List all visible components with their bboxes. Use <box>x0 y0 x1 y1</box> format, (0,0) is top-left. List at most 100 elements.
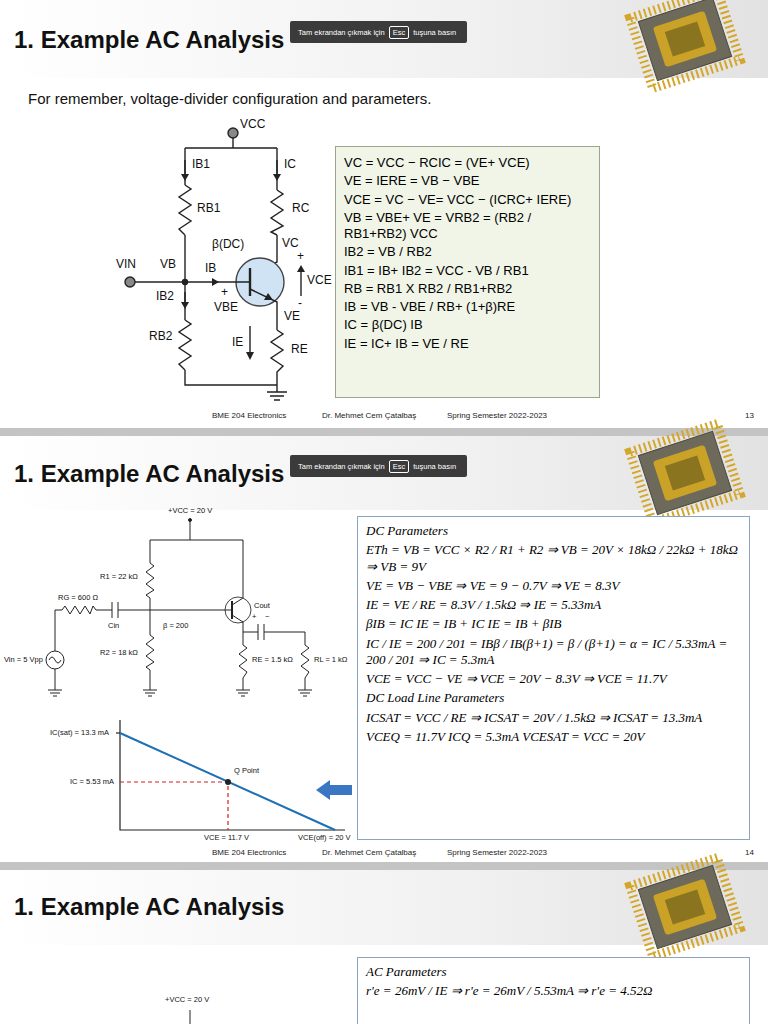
voltage-divider-circuit-part <box>267 392 287 400</box>
polarity-sign: + <box>252 613 256 622</box>
equation-line: RB = RB1 X RB2 / RB1+RB2 <box>344 281 591 297</box>
emitter-follower-circuit-part <box>298 690 312 696</box>
current-label: IE <box>232 336 243 350</box>
equation-line: IB = VB - VBE / RB+ (1+β)RE <box>344 299 591 315</box>
current-label: IB1 <box>192 158 210 172</box>
slide-backgrounds-part <box>0 862 768 870</box>
ac-circuit-top <box>190 1010 191 1024</box>
section-heading: DC Load Line Parameters <box>366 690 741 706</box>
voltage-divider-circuit-part <box>264 293 273 300</box>
equation-line: ETh = VB = VCC × R2 / R1 + R2 ⇒ VB = 20V… <box>366 542 741 575</box>
slide-backgrounds-part <box>630 424 740 523</box>
slide-title: 1. Example AC Analysis <box>14 460 284 488</box>
equation-line: VCE = VCC − VE ⇒ VCE = 20V − 8.3V ⇒ VCE … <box>366 671 741 687</box>
voltage-divider-circuit-part <box>273 174 281 181</box>
dc-load-line-chart <box>116 720 352 830</box>
equation-line: VE = IERE = VB − VBE <box>344 173 591 189</box>
slide-title: 1. Example AC Analysis <box>14 893 284 921</box>
dc-load-line-chart-part <box>225 779 231 785</box>
voltage-divider-circuit-part <box>300 270 301 296</box>
resistor-label: RB1 <box>197 202 220 216</box>
capacitor-label: Cin <box>108 622 119 631</box>
emitter-follower-circuit-part <box>49 657 61 663</box>
voltage-divider-circuit-part <box>179 320 277 385</box>
hint-text: tuşuna basın <box>413 28 456 37</box>
emitter-follower-circuit-part <box>48 669 62 696</box>
fullscreen-hint: Tam ekrandan çıkmak içinEsctuşuna basın <box>290 21 467 43</box>
ac-parameters-box: AC Parametersr'e = 26mV / IE ⇒ r'e = 26m… <box>357 957 750 1024</box>
page-number: 14 <box>745 848 754 857</box>
page-number: 13 <box>745 411 754 420</box>
axis-value: VCE = 11.7 V <box>204 834 249 843</box>
polarity-sign: + <box>221 286 228 300</box>
equation-line: ICSAT = VCC / RE ⇒ ICSAT = 20V / 1.5kΩ ⇒… <box>366 710 741 726</box>
axis-value: IC = 5.53 mA <box>70 778 114 787</box>
node-label: VE <box>284 310 300 324</box>
voltage-divider-circuit-part <box>179 148 191 320</box>
polarity-sign: - <box>298 297 302 311</box>
slide-backgrounds-part <box>630 858 740 957</box>
point-label: Q Point <box>234 767 259 776</box>
fullscreen-hint: Tam ekrandan çıkmak içinEsctuşuna basın <box>290 455 467 477</box>
section-heading: DC Parameters <box>366 523 741 539</box>
equation-line: VB = VBE+ VE = VRB2 = (RB2 / RB1+RB2) VC… <box>344 210 591 243</box>
slide-backgrounds-part <box>0 428 768 436</box>
equation-line: IE = VE / RE = 8.3V / 1.5kΩ ⇒ IE = 5.33m… <box>366 597 741 613</box>
voltage-divider-circuit-part <box>276 160 277 176</box>
voltage-divider-circuit-part <box>246 352 254 360</box>
voltage-divider-circuit-part <box>249 326 250 354</box>
supply-label: +VCC = 20 V <box>168 507 212 516</box>
emitter-follower-circuit-part <box>189 519 192 522</box>
emitter-follower-circuit <box>46 519 312 697</box>
equation-line: IC = β(DC) IB <box>344 317 591 333</box>
footer-text: Dr. Mehmet Cem Çatalbaş <box>322 411 416 420</box>
dc-load-line-chart-part <box>120 782 228 830</box>
axis-value: VCE(off) = 20 V <box>298 834 351 843</box>
supply-label: +VCC = 20 V <box>165 996 209 1005</box>
voltage-divider-circuit-part <box>125 277 135 287</box>
resistor-label: RL = 1 kΩ <box>314 656 347 665</box>
node-label: VB <box>160 258 176 272</box>
resistor-label: RC <box>292 202 309 216</box>
source-label: Vin = 5 Vpp <box>4 656 43 665</box>
section-heading: AC Parameters <box>366 964 741 980</box>
hint-text: Tam ekrandan çıkmak için <box>298 28 385 37</box>
resistor-label: RE = 1.5 kΩ <box>252 656 293 665</box>
equation-line: IB1 = IB+ IB2 = VCC - VB / RB1 <box>344 263 591 279</box>
voltage-label: VCE <box>307 274 332 288</box>
voltage-divider-circuit-part <box>135 281 250 282</box>
dc-load-line-chart-part <box>116 732 120 733</box>
polarity-sign: − <box>265 613 269 622</box>
hint-text: tuşuna basın <box>413 462 456 471</box>
equation-line: IE = IC+ IB = VE / RE <box>344 336 591 352</box>
ac-circuit-top-part <box>190 1010 191 1024</box>
resistor-label: R2 = 18 kΩ <box>100 649 138 658</box>
voltage-label: VBE <box>214 301 238 315</box>
axis-value: IC(sat) = 13.3 mA <box>50 729 109 738</box>
capacitor-label: Cout <box>254 602 270 611</box>
key-cap: Esc <box>389 460 410 473</box>
dc-load-line-chart-part <box>316 780 352 800</box>
emitter-follower-circuit-part <box>236 690 250 696</box>
current-label: IB <box>205 262 216 276</box>
dc-load-line-chart-part <box>120 720 345 830</box>
equation-line: VE = VB − VBE ⇒ VE = 9 − 0.7V ⇒ VE = 8.3… <box>366 578 741 594</box>
equation-line: βIB = IC IE = IB + IC IE = IB + βIB <box>366 616 741 632</box>
formula-box: VC = VCC − RCIC = (VE+ VCE)VE = IERE = V… <box>335 146 600 398</box>
voltage-divider-circuit-part <box>297 265 305 272</box>
voltage-divider-circuit-part <box>185 138 277 148</box>
voltage-divider-circuit-part <box>228 128 238 138</box>
emitter-follower-circuit-part <box>232 615 247 690</box>
voltage-divider-circuit-part <box>250 289 283 392</box>
emitter-follower-circuit-part <box>143 690 157 696</box>
gain-label: β = 200 <box>163 622 188 631</box>
equation-line: VCEQ = 11.7V ICQ = 5.3mA VCESAT = VCC = … <box>366 729 741 745</box>
current-label: IB2 <box>156 290 174 304</box>
equation-line: IC / IE = 200 / 201 = IBβ / IB(β+1) = β … <box>366 636 741 669</box>
footer-text: Dr. Mehmet Cem Çatalbaş <box>322 848 416 857</box>
footer-text: BME 204 Electronics <box>212 848 286 857</box>
footer-text: Spring Semester 2022-2023 <box>447 411 547 420</box>
polarity-sign: + <box>297 250 304 264</box>
